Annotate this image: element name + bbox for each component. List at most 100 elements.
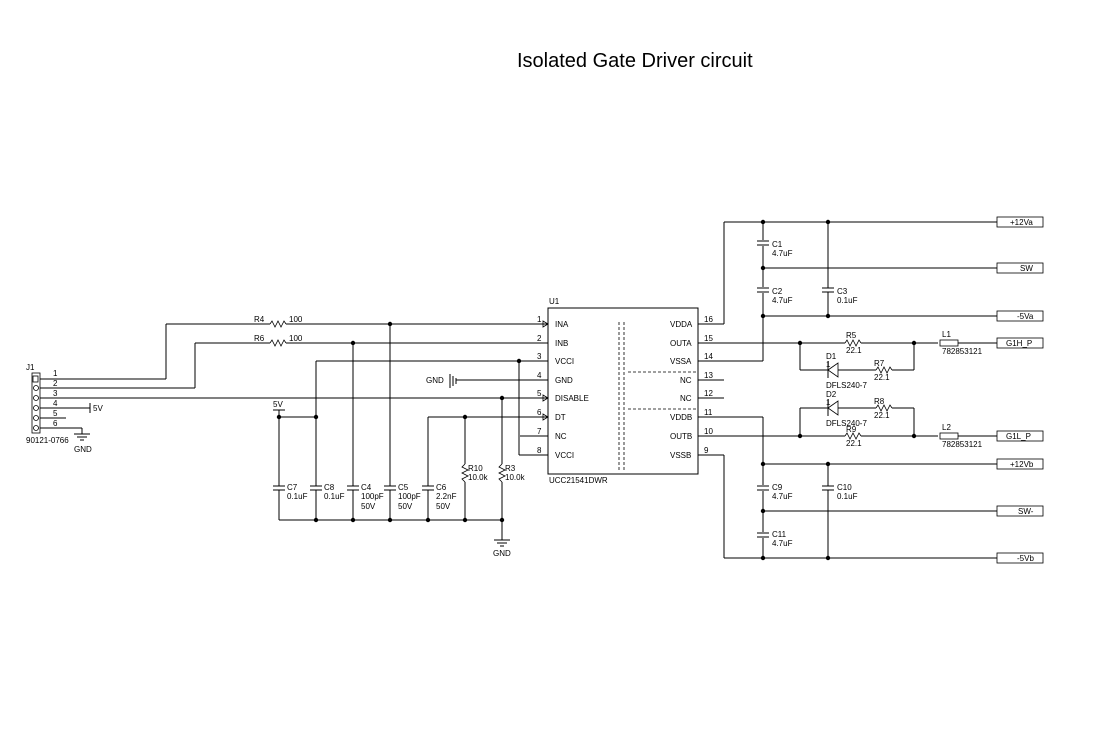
j1-pin-4: 4 — [53, 399, 58, 408]
j1-gnd-label: GND — [74, 445, 92, 454]
u1-pin9-name: VSSB — [670, 451, 691, 460]
c7-ref: C7 — [287, 483, 298, 492]
c6-value: 2.2nF — [436, 492, 457, 501]
ground-icon — [494, 539, 510, 547]
port-g1h — [996, 337, 1044, 349]
c1-ref: C1 — [772, 240, 783, 249]
c5-voltage: 50V — [398, 502, 413, 511]
u1-pin6-num: 6 — [537, 408, 542, 417]
c4-value: 100pF — [361, 492, 384, 501]
j1-5v-label: 5V — [93, 404, 103, 413]
r8-value: 22.1 — [874, 411, 890, 420]
c6-voltage: 50V — [436, 502, 451, 511]
u1-pin1-num: 1 — [537, 315, 542, 324]
port-n5vb — [996, 552, 1044, 564]
c7-value: 0.1uF — [287, 492, 308, 501]
net-ports: +12Va SW -5Va G1H_P G1L_P +12Vb SW- -5Vb — [996, 216, 1044, 564]
port-g1h-label: G1H_P — [1006, 339, 1032, 348]
j1-ref: J1 — [26, 363, 35, 372]
bottom-gnd-label: GND — [493, 549, 511, 558]
c9-ref: C9 — [772, 483, 783, 492]
c2-ref: C2 — [772, 287, 783, 296]
u1-pin4-num: 4 — [537, 371, 542, 380]
j1-pin3-circle — [33, 395, 39, 401]
c11-ref: C11 — [772, 530, 787, 539]
channel-a-supply: C1 4.7uF C2 4.7uF C3 0.1uF — [723, 219, 997, 361]
d2-ref: D2 — [826, 390, 837, 399]
u1-pin12-name: NC — [680, 394, 692, 403]
r3-value: 10.0k — [505, 473, 526, 482]
input-filter-network: 5V C7 0.1uF C8 0.1uF C4 100pF 50V — [273, 321, 540, 558]
r6-ref: R6 — [254, 334, 265, 343]
j1-pin4-circle — [33, 405, 39, 411]
c8-ref: C8 — [324, 483, 335, 492]
u1-pin6-name: DT — [555, 413, 566, 422]
u1-ref: U1 — [549, 297, 560, 306]
port-sw-b — [996, 505, 1044, 517]
j1-pin-2: 2 — [53, 379, 58, 388]
r4-ref: R4 — [254, 315, 265, 324]
r7-value: 22.1 — [874, 373, 890, 382]
l1-part: 782853121 — [942, 347, 983, 356]
u1-pin8-name: VCCI — [555, 451, 574, 460]
j1-pin1-square — [32, 375, 39, 383]
port-sw-b-label: SW- — [1018, 507, 1034, 516]
j1-pin-6: 6 — [53, 419, 58, 428]
d1-ref: D1 — [826, 352, 837, 361]
resistor-r3 — [498, 463, 506, 483]
u1-pin10-name: OUTB — [670, 432, 692, 441]
l2-ref: L2 — [942, 423, 951, 432]
c2-value: 4.7uF — [772, 296, 793, 305]
c4-ref: C4 — [361, 483, 372, 492]
u1-pin3-num: 3 — [537, 352, 542, 361]
c6-ref: C6 — [436, 483, 447, 492]
port-n5va-label: -5Va — [1017, 312, 1034, 321]
j1-part: 90121-0766 — [26, 436, 69, 445]
resistor-r9 — [844, 432, 862, 440]
u1-pin9-num: 9 — [704, 446, 709, 455]
r8-ref: R8 — [874, 397, 885, 406]
ground-icon — [74, 433, 90, 441]
port-sw-a-label: SW — [1020, 264, 1033, 273]
r3-ref: R3 — [505, 464, 516, 473]
r9-value: 22.1 — [846, 439, 862, 448]
u1-pin13-name: NC — [680, 376, 692, 385]
c11-value: 4.7uF — [772, 539, 793, 548]
r5-ref: R5 — [846, 331, 857, 340]
u1-pin2-name: INB — [555, 339, 568, 348]
port-sw-a — [996, 262, 1044, 274]
u1-pin11-num: 11 — [704, 408, 713, 417]
r9-ref: R9 — [846, 425, 857, 434]
c9-value: 4.7uF — [772, 492, 793, 501]
inductor-l1 — [939, 339, 959, 347]
j1-pin6-circle — [33, 425, 39, 431]
u1-pin12-num: 12 — [704, 389, 713, 398]
c4-voltage: 50V — [361, 502, 376, 511]
u1-pin7-name: NC — [555, 432, 567, 441]
c5-ref: C5 — [398, 483, 409, 492]
resistor-r8 — [875, 404, 893, 412]
u1-pin4-name: GND — [555, 376, 573, 385]
u1-pin5-num: 5 — [537, 389, 542, 398]
resistor-r7 — [875, 366, 893, 374]
channel-a-gate-network: R5 22.1 D1 1 DFLS240-7 R7 22.1 L1 782853… — [797, 330, 997, 390]
connector-j1: J1 1 2 3 4 5 6 90121-0766 5V GND — [26, 363, 540, 454]
u1-pin16-num: 16 — [704, 315, 713, 324]
c8-value: 0.1uF — [324, 492, 345, 501]
d2-pin: 1 — [826, 398, 831, 407]
v5-net-label: 5V — [273, 400, 283, 409]
resistor-r5 — [844, 339, 862, 347]
u1-pin2-num: 2 — [537, 334, 542, 343]
port-n5va — [996, 310, 1044, 322]
j1-pin2-circle — [33, 385, 39, 391]
resistor-r4 — [269, 320, 287, 328]
input-net-ina: R4 100 — [165, 315, 540, 379]
c5-value: 100pF — [398, 492, 421, 501]
j1-pin-1: 1 — [53, 369, 58, 378]
j1-body — [31, 372, 41, 434]
j1-pin-3: 3 — [53, 389, 58, 398]
r10-ref: R10 — [468, 464, 483, 473]
port-p12vb-label: +12Vb — [1010, 460, 1034, 469]
channel-b-gate-network: D2 1 DFLS240-7 R8 22.1 R9 22.1 L2 782853… — [797, 390, 997, 449]
